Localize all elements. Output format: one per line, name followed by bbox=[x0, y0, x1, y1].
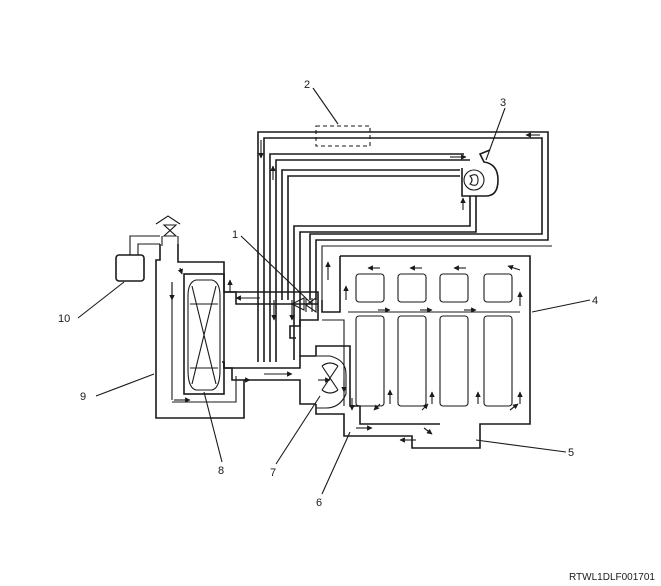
water-pump bbox=[316, 355, 347, 409]
turbocharger bbox=[461, 149, 499, 197]
reservoir-tank bbox=[115, 235, 160, 282]
figure-code: RTWL1DLF001701 bbox=[569, 572, 655, 583]
lower-radiator-hose bbox=[223, 355, 316, 405]
callout-8: 8 bbox=[218, 465, 224, 477]
leader-lines bbox=[77, 87, 591, 495]
block-flow-arrows bbox=[343, 264, 523, 443]
radiator bbox=[155, 244, 245, 419]
callout-7: 7 bbox=[270, 467, 276, 479]
callout-6: 6 bbox=[316, 497, 322, 509]
callout-5: 5 bbox=[568, 447, 574, 459]
callout-2: 2 bbox=[304, 79, 310, 91]
callout-10: 10 bbox=[58, 313, 70, 325]
callout-4: 4 bbox=[592, 295, 598, 307]
radiator-cap-icon bbox=[155, 215, 181, 246]
callout-3: 3 bbox=[500, 97, 506, 109]
callout-labels: 1 2 3 4 5 6 7 8 9 10 bbox=[58, 79, 598, 509]
cylinder-block bbox=[315, 255, 531, 449]
heater-flow-arrows bbox=[258, 132, 540, 321]
heater-core bbox=[315, 125, 371, 147]
callout-9: 9 bbox=[80, 391, 86, 403]
callout-1: 1 bbox=[232, 229, 238, 241]
thermostat bbox=[289, 291, 319, 339]
heater-hoses bbox=[257, 131, 552, 362]
